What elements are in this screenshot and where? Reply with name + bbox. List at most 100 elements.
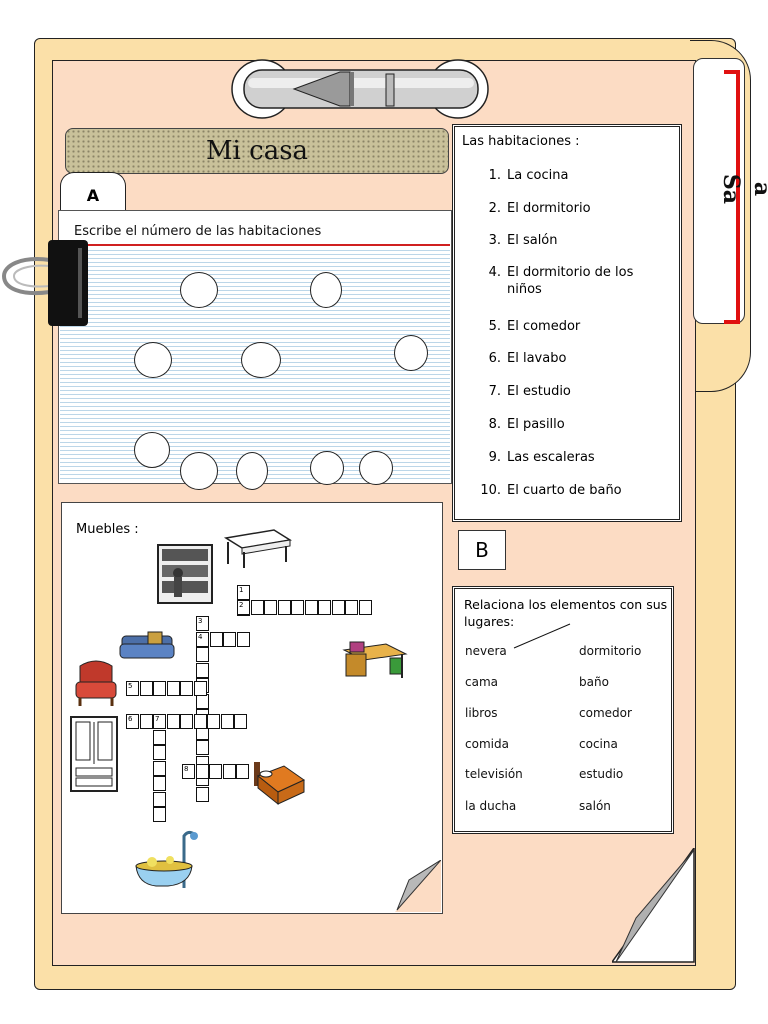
armchair-icon	[75, 660, 117, 706]
match-left-item[interactable]: libros	[465, 706, 498, 720]
crossword-cell[interactable]	[195, 764, 209, 779]
crossword-cell[interactable]	[207, 714, 220, 729]
crossword-cell[interactable]	[209, 764, 222, 779]
list-item: 10.El cuarto de baño	[480, 483, 622, 498]
bookshelf-icon	[157, 544, 213, 604]
crossword-cell[interactable]	[331, 600, 345, 615]
crossword-cell[interactable]	[196, 662, 209, 678]
list-item: 6.El lavabo	[488, 351, 567, 366]
red-bracket	[724, 70, 740, 324]
crossword-cell[interactable]	[220, 714, 234, 729]
crossword-cell[interactable]	[166, 681, 180, 696]
match-right-item[interactable]: salón	[579, 799, 611, 813]
crossword-cell[interactable]: 8	[182, 764, 195, 779]
list-item: 1.La cocina	[488, 168, 569, 183]
crossword-title: Muebles :	[76, 522, 139, 537]
side-label-text: Sa	[718, 173, 745, 205]
desk-icon	[342, 641, 408, 678]
crossword-cell[interactable]: 7	[153, 714, 166, 729]
crossword-cell[interactable]	[166, 714, 180, 729]
crossword-cell[interactable]	[180, 714, 193, 729]
crossword-cell[interactable]	[277, 600, 291, 615]
answer-circle[interactable]	[134, 432, 170, 468]
match-right-item[interactable]: dormitorio	[579, 644, 642, 658]
match-left-item[interactable]: televisión	[465, 767, 523, 781]
crossword-cell[interactable]	[153, 745, 166, 760]
match-right-item[interactable]: baño	[579, 675, 609, 689]
title-banner: Mi casa	[65, 128, 449, 174]
side-label-text-edge: a	[749, 182, 768, 196]
match-left-item[interactable]: comida	[465, 737, 509, 751]
binder-clip-icon	[48, 240, 88, 326]
crossword-cell[interactable]	[196, 740, 209, 755]
crossword-cell[interactable]: 3	[196, 616, 209, 631]
sheet-fold-corner	[395, 860, 441, 912]
list-item: 9.Las escaleras	[488, 450, 595, 465]
list-item: 2.El dormitorio	[488, 201, 591, 216]
crossword-cell[interactable]	[358, 600, 372, 615]
crossword-cell[interactable]	[234, 714, 247, 729]
crossword-cell[interactable]	[139, 681, 153, 696]
crossword-cell[interactable]	[153, 729, 166, 745]
crossword-cell[interactable]	[153, 776, 166, 791]
crossword-cell[interactable]: 5	[126, 681, 139, 696]
wardrobe-icon	[70, 716, 118, 792]
answer-circle[interactable]	[236, 452, 268, 490]
crossword-cell[interactable]	[345, 600, 358, 615]
list-item: 3.El salón	[488, 233, 558, 248]
match-left-item[interactable]: nevera	[465, 644, 507, 658]
page-title: Mi casa	[205, 136, 309, 166]
crossword-cell[interactable]	[291, 600, 304, 615]
crossword-cell[interactable]	[236, 632, 250, 647]
match-left-item[interactable]: cama	[465, 675, 498, 689]
crossword-cell[interactable]	[153, 791, 166, 807]
match-right-item[interactable]: estudio	[579, 767, 624, 781]
crossword-cell[interactable]	[180, 681, 193, 696]
crossword-clue-number: 4	[198, 633, 203, 641]
crossword-cell[interactable]: 1	[237, 585, 250, 600]
answer-circle[interactable]	[394, 335, 428, 371]
crossword-cell[interactable]	[222, 764, 236, 779]
match-right-item[interactable]: cocina	[579, 737, 618, 751]
crossword-cell[interactable]	[196, 786, 209, 802]
answer-circle[interactable]	[180, 452, 218, 490]
crossword-clue-number: 7	[155, 715, 160, 723]
crossword-cell[interactable]	[153, 760, 166, 776]
list-item: 8.El pasillo	[488, 417, 565, 432]
crossword-cell[interactable]: 2	[237, 600, 250, 615]
red-divider	[60, 244, 450, 246]
section-a-tab: A	[60, 172, 126, 217]
section-a-instruction: Escribe el número de las habitaciones	[74, 224, 322, 239]
bathtub-icon	[135, 830, 198, 888]
crossword-cell[interactable]: 4	[196, 632, 209, 647]
answer-circle[interactable]	[180, 272, 218, 308]
crossword-clue-number: 6	[128, 715, 133, 723]
crossword-cell[interactable]	[196, 647, 209, 662]
crossword-cell[interactable]	[153, 681, 166, 696]
crossword-cell[interactable]: 6	[126, 714, 139, 729]
bed-icon	[254, 762, 305, 806]
crossword-cell[interactable]	[153, 807, 166, 822]
crossword-clue-number: 5	[128, 682, 133, 690]
list-item: 7.El estudio	[488, 384, 571, 399]
answer-circle[interactable]	[310, 272, 342, 308]
crossword-cell[interactable]	[139, 714, 153, 729]
list-item: 5.El comedor	[488, 319, 581, 334]
matching-instruction: Relaciona los elementos con sus lugares:	[464, 597, 668, 629]
crossword-cell[interactable]	[264, 600, 277, 615]
crossword-cell[interactable]	[193, 714, 207, 729]
crossword-cell[interactable]	[318, 600, 331, 615]
crossword-cell[interactable]	[236, 764, 249, 779]
match-right-item[interactable]: comedor	[579, 706, 632, 720]
crossword-cell[interactable]	[223, 632, 236, 647]
match-left-item[interactable]: la ducha	[465, 799, 517, 813]
crossword-cell[interactable]	[250, 600, 264, 615]
answer-circle[interactable]	[134, 342, 172, 378]
answer-circle[interactable]	[310, 451, 344, 485]
rooms-list-title: Las habitaciones :	[462, 134, 580, 149]
crossword-cell[interactable]	[209, 632, 223, 647]
crossword-cell[interactable]	[304, 600, 318, 615]
answer-circle[interactable]	[359, 451, 393, 485]
answer-circle[interactable]	[241, 342, 281, 378]
crossword-cell[interactable]	[193, 681, 207, 696]
